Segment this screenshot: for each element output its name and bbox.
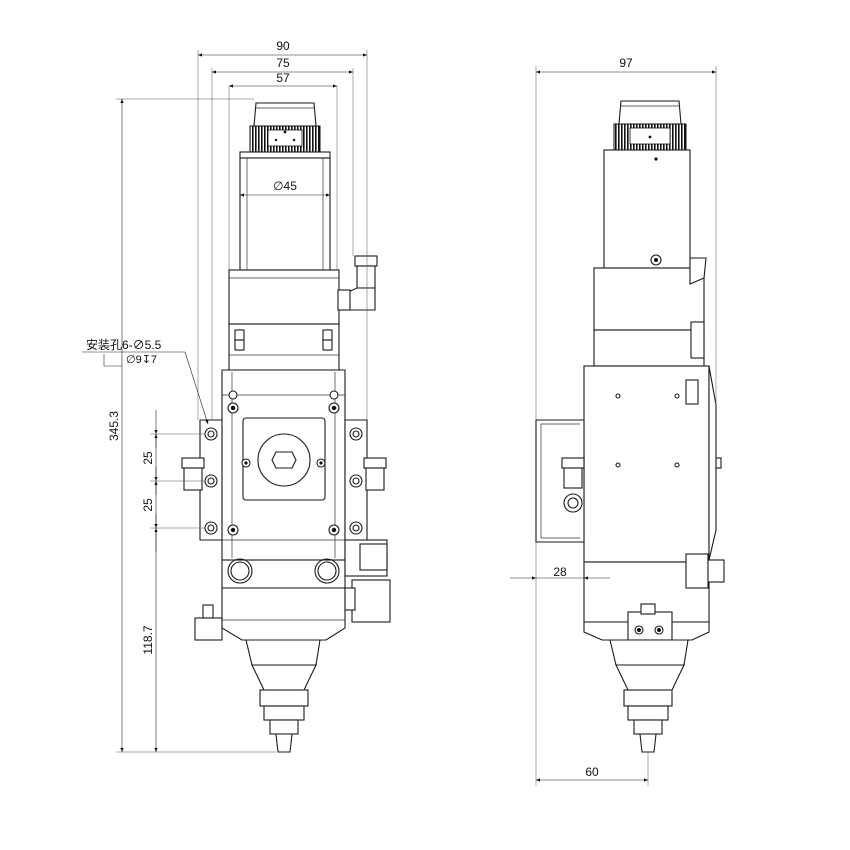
front-dimensions: 90 75 57 ∅45 345.3 25 25 118.7 [82, 39, 368, 753]
push-fittings [181, 457, 387, 491]
dim-hole-pitch-lower: 25 [141, 498, 155, 512]
side-dim-offset-28: 28 [553, 565, 567, 579]
side-collimator [603, 149, 691, 269]
mount-hole-counterbore: ∅9↧7 [126, 354, 157, 366]
dim-width-57: 57 [276, 71, 290, 85]
top-cap [249, 102, 321, 153]
side-upper-block [593, 257, 707, 367]
dim-height-345: 345.3 [107, 411, 121, 441]
mount-hole-note: 安装孔6-∅5.5 [86, 337, 162, 352]
side-dim-width-97: 97 [619, 56, 633, 70]
dim-width-75: 75 [276, 56, 290, 70]
side-main-body [535, 365, 722, 563]
side-dimensions: 97 28 60 [510, 56, 717, 786]
dim-width-90: 90 [276, 39, 290, 53]
dim-height-118: 118.7 [141, 625, 155, 654]
side-dim-nozzle-60: 60 [585, 765, 599, 779]
mounting-ears [199, 419, 368, 541]
dim-hole-pitch-upper: 25 [141, 451, 155, 465]
main-body [221, 369, 346, 561]
elbow-fitting [337, 255, 378, 311]
side-lower-block [583, 553, 725, 641]
dim-collimator-diameter: ∅45 [273, 179, 297, 193]
side-view [535, 100, 725, 753]
collimator-housing [239, 151, 331, 271]
lower-block [194, 539, 391, 641]
upper-block [228, 269, 340, 371]
side-nozzle [609, 639, 689, 753]
nozzle-assembly [245, 639, 321, 753]
side-top-cap [613, 100, 687, 151]
front-view [181, 102, 391, 753]
